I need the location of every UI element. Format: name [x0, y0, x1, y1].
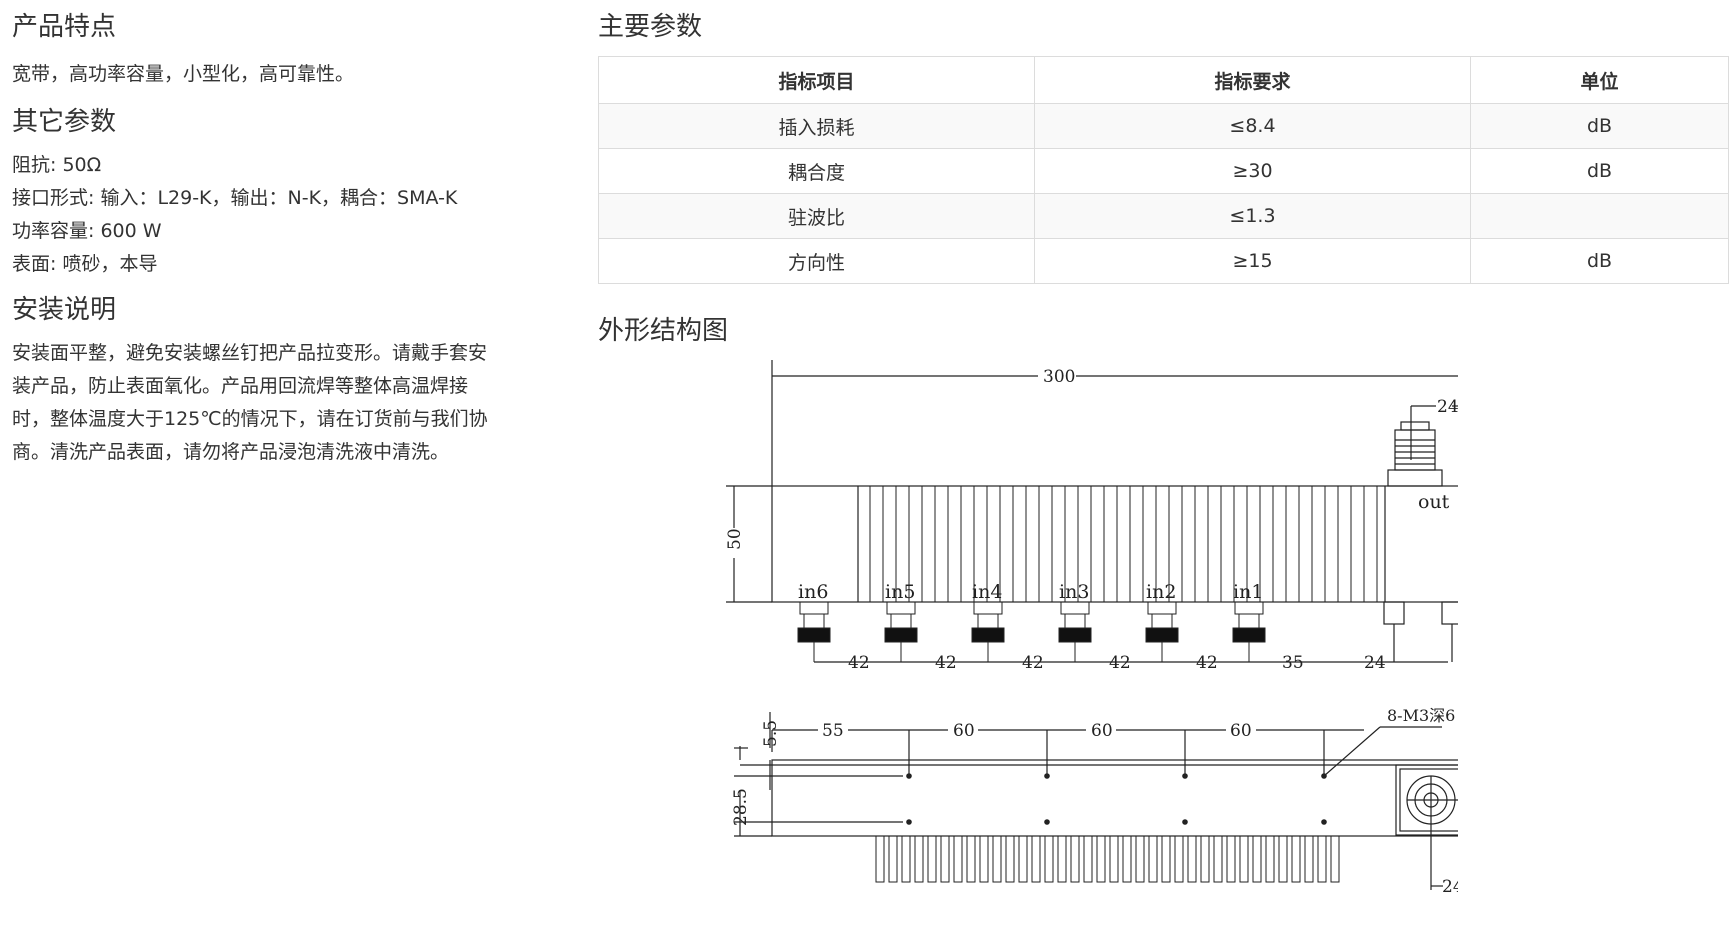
input-connector: in6	[797, 581, 831, 662]
mounting-holes	[906, 773, 1327, 825]
spacing-label: 42	[848, 653, 870, 673]
cell-unit	[1470, 193, 1729, 239]
install-text: 安装面平整，避免安装螺丝钉把产品拉变形。请戴手套安 装产品，防止表面氧化。产品用…	[12, 337, 552, 469]
out-label: out	[1418, 491, 1450, 513]
dim-60-2: 60	[1091, 721, 1113, 741]
input-connector: in1	[1232, 581, 1266, 662]
spacing-label: 42	[935, 653, 957, 673]
input-label: in5	[885, 581, 915, 603]
cell-unit: dB	[1470, 148, 1729, 194]
cell-item: 耦合度	[598, 148, 1035, 194]
install-line: 商。清洗产品表面，请勿将产品浸泡清洗液中清洗。	[12, 441, 450, 463]
install-section: 安装说明 安装面平整，避免安装螺丝钉把产品拉变形。请戴手套安 装产品，防止表面氧…	[12, 297, 552, 469]
dim-55: 55	[822, 721, 844, 741]
cell-item: 插入损耗	[598, 103, 1035, 149]
hole-note: 8-M3深6	[1387, 706, 1455, 725]
install-title: 安装说明	[12, 295, 117, 325]
heatsink-fins-bottom	[875, 836, 1340, 883]
cell-requirement: ≥30	[1034, 148, 1471, 194]
other-params-title: 其它参数	[12, 107, 117, 137]
param-interface: 接口形式: 输入：L29-K，输出：N-K，耦合：SMA-K	[12, 187, 458, 209]
other-params-section: 其它参数 阻抗: 50Ω 接口形式: 输入：L29-K，输出：N-K，耦合：SM…	[12, 109, 552, 281]
input-connector: in4	[971, 581, 1005, 662]
main-params-title: 主要参数	[598, 12, 703, 42]
cell-requirement: ≤1.3	[1034, 193, 1471, 239]
param-impedance: 阻抗: 50Ω	[12, 154, 102, 176]
other-params-list: 阻抗: 50Ω 接口形式: 输入：L29-K，输出：N-K，耦合：SMA-K 功…	[12, 149, 552, 281]
param-surface: 表面: 喷砂，本导	[12, 253, 158, 275]
cell-requirement: ≤8.4	[1034, 103, 1471, 149]
dim-out-width: 24	[1437, 397, 1458, 417]
table-row: 方向性 ≥15 dB	[598, 238, 1729, 284]
install-line: 时，整体温度大于125℃的情况下，请在订货前与我们协	[12, 408, 488, 430]
cell-requirement: ≥15	[1034, 238, 1471, 284]
spacing-label: 42	[1196, 653, 1218, 673]
dim-5-5: 5.5	[761, 720, 781, 747]
features-section: 产品特点 宽带，高功率容量，小型化，高可靠性。	[12, 14, 552, 91]
table-header-row: 指标项目 指标要求 单位	[598, 56, 1729, 104]
drawing-title: 外形结构图	[598, 316, 729, 346]
dim-50: 50	[725, 528, 745, 550]
input-label: in3	[1059, 581, 1089, 603]
input-connector: in5	[884, 581, 918, 662]
spacing-label: 24	[1364, 653, 1386, 673]
main-params-table: 指标项目 指标要求 单位 插入损耗 ≤8.4 dB 耦合度 ≥30 dB 驻波比…	[598, 56, 1729, 284]
install-line: 装产品，防止表面氧化。产品用回流焊等整体高温焊接	[12, 375, 469, 397]
param-power: 功率容量: 600 W	[12, 220, 162, 242]
dim-28-5: 28.5	[731, 788, 751, 826]
outline-drawing: in6 in5 in4 in3 in2 in1 300 24 out 50 55 60 6…	[725, 360, 1458, 897]
header-requirement: 指标要求	[1034, 56, 1471, 104]
input-label: in4	[972, 581, 1002, 603]
input-connector: in3	[1058, 581, 1092, 662]
cell-unit: dB	[1470, 103, 1729, 149]
header-item: 指标项目	[598, 56, 1035, 104]
cell-item: 方向性	[598, 238, 1035, 284]
install-line: 安装面平整，避免安装螺丝钉把产品拉变形。请戴手套安	[12, 342, 488, 364]
input-label: in6	[798, 581, 828, 603]
dim-60-1: 60	[953, 721, 975, 741]
header-unit: 单位	[1470, 56, 1729, 104]
heatsink-fins-top	[869, 486, 1378, 602]
dim-300: 300	[1043, 367, 1075, 387]
cell-item: 驻波比	[598, 193, 1035, 239]
input-label: in1	[1233, 581, 1263, 603]
input-label: in2	[1146, 581, 1176, 603]
features-text: 宽带，高功率容量，小型化，高可靠性。	[12, 63, 355, 85]
spacing-label: 42	[1109, 653, 1131, 673]
right-column: 主要参数 指标项目 指标要求 单位 插入损耗 ≤8.4 dB 耦合度 ≥30 d…	[598, 0, 1729, 897]
spacing-label: 35	[1282, 653, 1304, 673]
cell-unit: dB	[1470, 238, 1729, 284]
table-row: 耦合度 ≥30 dB	[598, 148, 1729, 194]
dim-24-bottom: 24	[1442, 877, 1458, 897]
spacing-label: 42	[1022, 653, 1044, 673]
table-row: 驻波比 ≤1.3	[598, 193, 1729, 239]
left-column: 产品特点 宽带，高功率容量，小型化，高可靠性。 其它参数 阻抗: 50Ω 接口形…	[12, 0, 552, 469]
table-row: 插入损耗 ≤8.4 dB	[598, 103, 1729, 149]
input-connector: in2	[1145, 581, 1179, 662]
input-connectors: in6 in5 in4 in3 in2 in1	[797, 581, 1266, 662]
spacing-labels: 42 42 42 42 42 35 24	[848, 653, 1386, 673]
features-title: 产品特点	[12, 12, 117, 42]
dim-60-3: 60	[1230, 721, 1252, 741]
